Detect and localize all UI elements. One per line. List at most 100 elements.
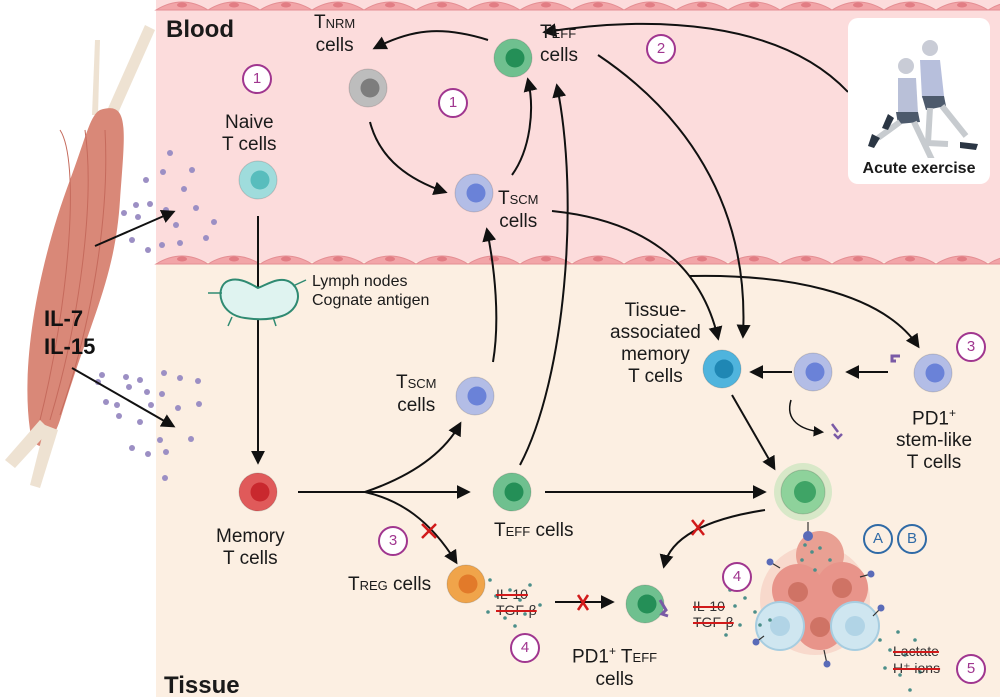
secretion-dot [488,578,492,582]
step-badge-a: A [863,524,893,554]
arrow-to-pd1-stem [689,274,920,349]
step-badge-2: 2 [646,34,676,64]
blood-region-label: Blood [166,16,234,43]
arrow-tscm-to-tissue-memory [551,210,723,341]
pathway-arrows [251,22,920,609]
secretion-dot [903,653,907,657]
secretion-dot [738,623,742,627]
tissue-memory-line1: Tissue- [624,300,687,321]
pd1-stem-receptor-icon [890,354,900,363]
pd1-stem-like-label: PD1+ stem-like T cells [896,402,972,474]
cytokine-dot [167,150,173,156]
endothelium-middle [154,255,1000,265]
acute-exercise-card: Acute exercise [848,18,990,184]
teff-blood-line2: cells [540,45,579,66]
tnrm-t: T [314,12,326,33]
arrow-tissue-memory-to-activated [731,394,776,471]
cytokine-dot [203,235,209,241]
arrow-teff-to-tissue-memory [597,54,751,339]
teff-tissue-rest: cells [530,520,574,541]
tscm-tissue-t: T [396,372,408,393]
cytokine-dot [147,201,153,207]
tscm-blood-t: T [498,188,510,209]
muscle-illustration [5,25,155,488]
secretion-dot [803,543,807,547]
teff-blood-cell [493,38,533,78]
step-badge-3-treg: 3 [378,526,408,556]
pd1-teff-t: T [615,646,633,668]
cytokine-dot [148,402,154,408]
tumor-factor-tgfb: TGF-β [693,614,734,630]
tscm-tissue-line2: cells [397,395,436,416]
cytokine-dot [163,449,169,455]
step-badge-4-treg: 4 [510,633,540,663]
pd1-teff-pd1: PD1 [572,646,609,668]
arrow-tscm-to-teff [511,77,538,176]
naive-t-cell [238,160,278,200]
tnrm-sub: NRM [325,16,356,31]
secretion-dot [908,688,912,692]
cytokine-dot [116,413,122,419]
teff-tissue-t: T [494,520,506,541]
pd1-stem-line3: T cells [906,452,962,474]
treg-factor-il10: IL-10 [496,586,528,602]
inhibition-marks [421,519,705,611]
cytokine-dot [145,247,151,253]
cytokine-dot [133,202,139,208]
pd1-stem-line2: stem-like [896,430,973,452]
lymph-node-line2: Cognate antigen [312,292,430,309]
memory-line2: T cells [223,548,278,569]
endothelium-top [154,1,1000,11]
inhibit-treg-icon [421,523,437,539]
secretion-dot [503,616,507,620]
arrow-memory-to-treg [364,491,458,565]
cytokine-dot [123,374,129,380]
inhibit-activated-icon [691,519,705,536]
treg-factor-tgfb: TGF-β [496,602,537,618]
secretion-dot [896,630,900,634]
tscm-blood-cell [454,173,494,213]
secretion-dot [538,603,542,607]
secretion-dot [528,583,532,587]
secretion-dot [810,550,814,554]
tissue-region-label: Tissue [164,672,240,699]
teff-tissue-sub: EFF [505,524,531,539]
cytokine-dot [157,437,163,443]
step-badge-3-pd1: 3 [956,332,986,362]
tscm-blood-line2: cells [499,211,538,232]
secretion-dot [523,612,527,616]
lymph-node-label: Lymph nodes Cognate antigen [312,272,429,310]
step-badge-4-tumor: 4 [722,562,752,592]
tnrm-cells-label: TNRM cells [314,12,355,57]
secretion-dot [753,610,757,614]
step-badge-b: B [897,524,927,554]
cytokine-dot [163,207,169,213]
cytokine-dot [137,419,143,425]
cytokine-dot [211,219,217,225]
cytokine-dot [129,445,135,451]
arrow-tnrm-to-tscm [369,121,448,195]
step-badge-1-center: 1 [438,88,468,118]
pd1-stem-sup: + [948,406,956,420]
treg-sub: REG [359,578,388,593]
teff-blood-t: T [540,22,552,43]
lymph-node-line1: Lymph nodes [312,273,408,290]
runners-icon [868,40,978,158]
cytokine-dot [175,405,181,411]
tissue-memory-t-cell [702,349,742,389]
naive-t-cells-label: Naive T cells [222,112,277,156]
cytokine-dot [159,242,165,248]
secretion-dot [518,598,522,602]
treg-cell [446,564,486,604]
cytokine-dot [188,436,194,442]
cytokine-dot [196,401,202,407]
treg-t: T [348,574,360,595]
cytokine-dot [159,391,165,397]
secretion-dot [513,624,517,628]
cytokine-dot [177,240,183,246]
arrow-tscm-tissue-to-blood [482,227,498,363]
cytokine-dot [129,237,135,243]
tscm-blood-label: TSCM cells [498,188,539,233]
secretion-dot [743,596,747,600]
arrow-pd1-shedding [788,399,825,437]
